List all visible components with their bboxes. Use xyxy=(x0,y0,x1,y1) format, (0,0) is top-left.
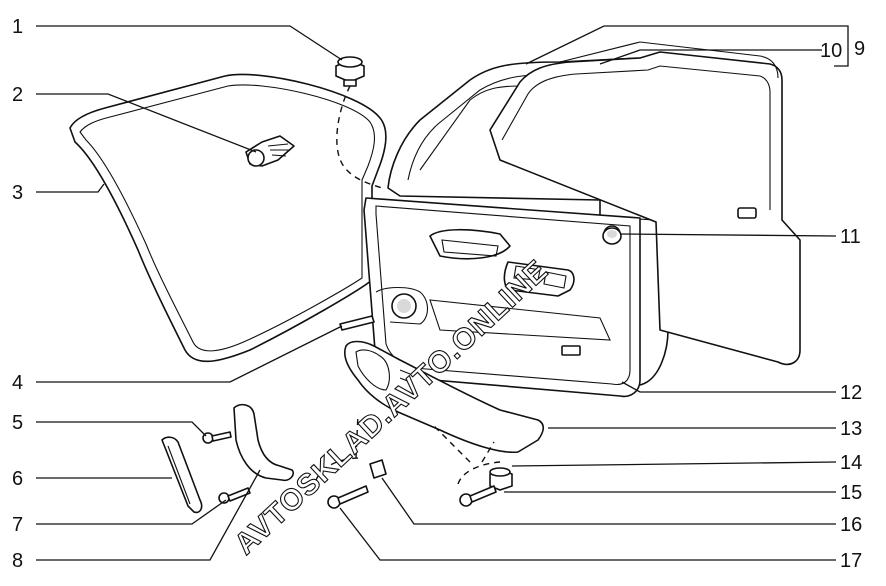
assembly-path-lower-left xyxy=(315,457,361,481)
callout-2: 2 xyxy=(12,84,23,106)
callout-6: 6 xyxy=(12,468,23,490)
handle-part-8 xyxy=(233,403,295,482)
callout-1: 1 xyxy=(12,16,23,38)
callout-11: 11 xyxy=(840,226,861,248)
callout-17: 17 xyxy=(840,550,862,572)
callout-5: 5 xyxy=(12,412,23,434)
callout-3: 3 xyxy=(12,182,23,204)
callout-13: 13 xyxy=(840,418,862,440)
callout-8: 8 xyxy=(12,550,23,572)
handle-cover-part-6 xyxy=(161,436,203,514)
seal-clip-part-2 xyxy=(245,135,295,167)
callout-10: 10 xyxy=(820,40,842,62)
lock-button-part-11 xyxy=(602,227,622,245)
callout-14: 14 xyxy=(840,452,862,474)
door-seal xyxy=(69,73,387,363)
door-trim-panel-part-12 xyxy=(363,197,641,398)
armrest-part-13 xyxy=(343,340,545,454)
assembly-arrow-up-left xyxy=(355,413,359,459)
window-glass-part-10 xyxy=(489,41,801,366)
screw-part-7 xyxy=(218,487,251,504)
nut-clip-part-16 xyxy=(369,459,387,479)
assembly-arrow-up-right-2 xyxy=(481,441,495,463)
callout-16: 16 xyxy=(840,514,862,536)
screw-part-17 xyxy=(327,485,369,509)
callout-12: 12 xyxy=(840,382,862,404)
callout-9: 9 xyxy=(854,38,865,60)
screw-part-5 xyxy=(202,431,232,444)
callout-4: 4 xyxy=(12,372,23,394)
assembly-path-1 xyxy=(336,85,383,189)
callout-lines xyxy=(36,25,849,561)
screw-part-15 xyxy=(459,485,497,507)
rod-part-4 xyxy=(339,315,375,331)
cap-part-14 xyxy=(489,467,513,491)
callout-15: 15 xyxy=(840,482,862,504)
callout-7: 7 xyxy=(12,514,23,536)
assembly-path-lower-right xyxy=(457,461,501,485)
trim-clip-part-1 xyxy=(335,56,365,87)
assembly-arrow-up-right xyxy=(431,423,471,463)
